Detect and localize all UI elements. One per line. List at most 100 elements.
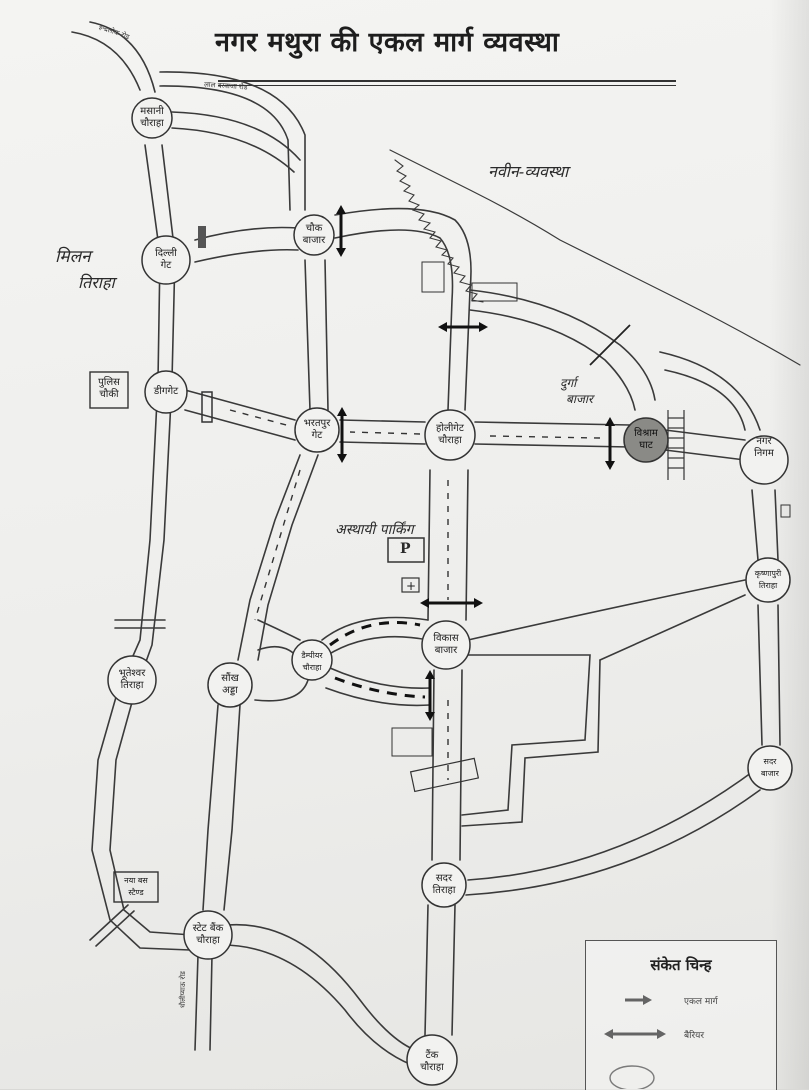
- road-vikas-down-b: [459, 669, 463, 861]
- road-bp-hg-b: [339, 441, 426, 445]
- road-deeg-bp-a: [184, 389, 296, 421]
- sign-ne-board: [471, 282, 518, 302]
- oneway-hg-vg: [489, 435, 601, 439]
- sign-small-east: [780, 504, 791, 518]
- node-saunkh: [207, 662, 253, 708]
- map-title: नगर मथुरा की एकल मार्ग व्यवस्था: [215, 27, 560, 58]
- sign-plus: [401, 577, 420, 593]
- road-sb-tank-b: [221, 944, 413, 1066]
- road-vikas-kp-a: [467, 579, 746, 641]
- road-dampier-vikas-low2: [325, 687, 431, 707]
- sign-vikas-board: [391, 727, 433, 757]
- note-navin-vyavastha: नवीन-व्यवस्था: [488, 162, 569, 181]
- road-dp-a: [194, 954, 199, 1051]
- legend-label-barrier: बैरियर: [684, 1031, 705, 1041]
- road-dilli-chowk-b: [194, 248, 299, 263]
- police-box: [89, 371, 129, 409]
- road-lal-a: [159, 71, 306, 211]
- river-line-1: [389, 149, 801, 366]
- road-vikas-down-a: [431, 669, 435, 861]
- sign-barrier-diag: [589, 324, 631, 366]
- svg-text:+: +: [406, 579, 416, 593]
- road-dilli-chowk-a: [194, 226, 299, 241]
- road-masani-chowk-b: [171, 127, 295, 173]
- parking-box: [387, 537, 425, 563]
- node-sadar: [747, 745, 793, 791]
- road-ne-b: [469, 309, 636, 411]
- oneway-bp-hg: [349, 431, 421, 435]
- road-hg-down-b: [465, 469, 469, 621]
- road-bp-dampier: [257, 619, 301, 641]
- road-chowk-hg-a: [334, 207, 472, 411]
- legend-box: संकेत चिन्ह एकल मार्ग बैरियर: [585, 940, 777, 1090]
- road-river-nn-a: [659, 351, 761, 431]
- note-milan: मिलन: [55, 247, 91, 267]
- road-vg-nn-a: [664, 429, 746, 441]
- road-top-left-a: [71, 31, 141, 91]
- bus-rail-1: [89, 904, 129, 941]
- legend-barrier-symbol: [604, 1029, 666, 1039]
- road-vg-nn-b: [664, 449, 746, 461]
- road-vikas-kp-b: [461, 654, 591, 816]
- legend-oneway-symbol: [625, 995, 652, 1005]
- road-label-dhaulipyau: धौलीप्याऊ रोड: [178, 971, 187, 1008]
- road-ne-a: [469, 289, 656, 401]
- road-river-nn-b: [664, 369, 746, 431]
- node-bhuteshwar: [107, 655, 157, 705]
- road-dp-b: [209, 954, 213, 1051]
- road-east-a: [751, 489, 759, 561]
- node-dampier: [291, 639, 333, 681]
- road-hg-vg-a: [474, 421, 631, 426]
- road-st-sb-b: [465, 789, 761, 896]
- node-deeg: [144, 370, 188, 414]
- road-sb-tank-a: [227, 923, 416, 1051]
- sign-dilli-gate: [198, 226, 206, 248]
- sign-nagar-post: [421, 261, 445, 293]
- node-bharatpur: [294, 407, 340, 453]
- road-hg-vg-b: [474, 443, 631, 448]
- road-chowk-down-a: [304, 259, 311, 411]
- sign-deeg-gate: [201, 391, 213, 423]
- note-temporary-parking: अस्थायी पार्किंग: [335, 522, 414, 538]
- road-bp-saunkh-a: [237, 454, 301, 661]
- node-holigate: [424, 409, 476, 461]
- node-statebank: [183, 910, 233, 960]
- note-durga: दुर्गा: [560, 376, 577, 390]
- node-dilli: [141, 235, 191, 285]
- note-bazar: बाजार: [566, 392, 593, 406]
- sheet-shadow: [769, 0, 809, 1089]
- node-chowk: [293, 214, 335, 256]
- bus-rail-2: [95, 910, 135, 947]
- road-lal-b: [159, 85, 291, 211]
- sign-tracks: [409, 757, 480, 793]
- note-tiraha: तिराहा: [78, 273, 115, 292]
- road-zig-3: [461, 659, 601, 827]
- road-saunkh-sb-b: [223, 704, 241, 911]
- node-vikas: [421, 620, 471, 670]
- oneway-dampier-low: [334, 676, 426, 699]
- road-dampier-vikas-low: [329, 667, 431, 689]
- road-bp-hg-a: [339, 419, 426, 423]
- road-top-left-b: [89, 21, 156, 93]
- oneway-dampier-top: [329, 621, 421, 647]
- road-dampier-vikas-top: [321, 616, 429, 641]
- node-tank: [406, 1034, 458, 1086]
- title-underline: [218, 80, 676, 86]
- bus-box: [113, 871, 159, 903]
- road-east2-b: [777, 604, 781, 746]
